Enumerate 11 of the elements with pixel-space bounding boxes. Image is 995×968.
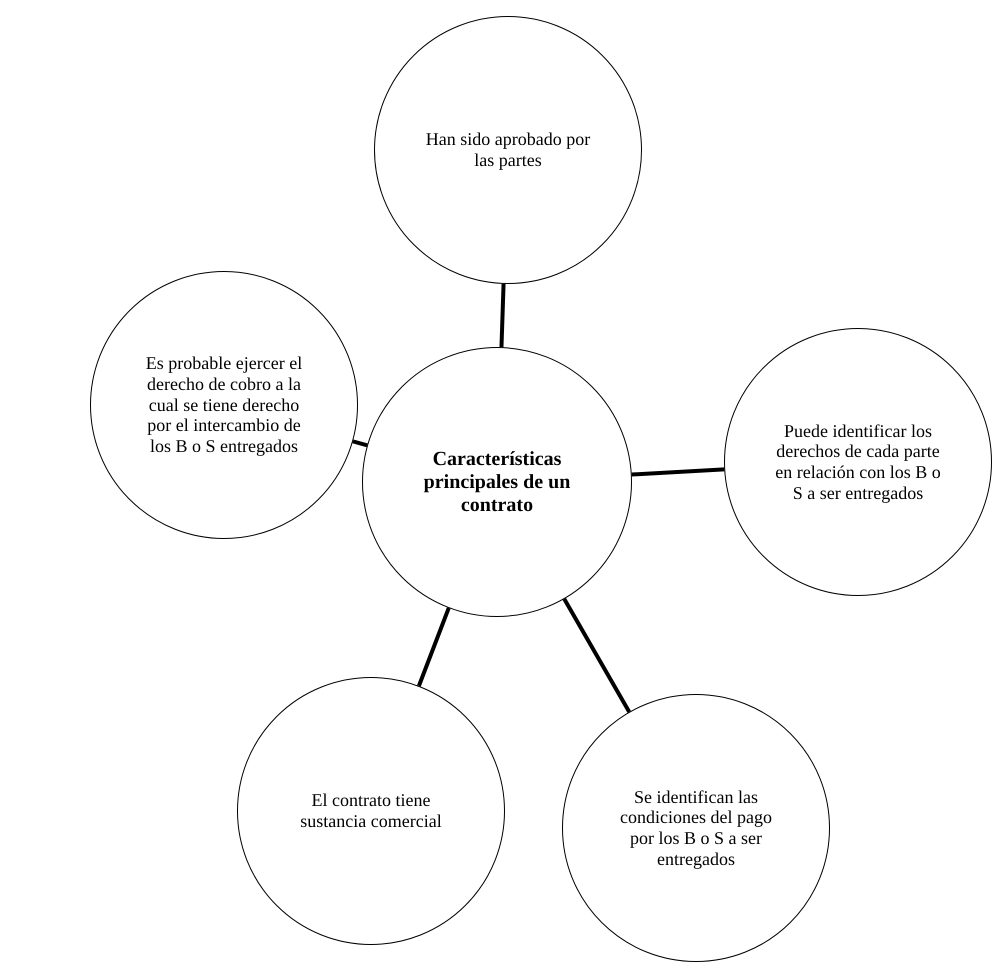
circle-text: El contrato tiene sustancia comercial [299, 790, 443, 832]
circle-text: Han sido aprobado por las partes [424, 129, 592, 171]
connector-line [499, 284, 506, 348]
circle-text: Puede identificar los derechos de cada parte en relación con los B o S a ser entregados [774, 420, 942, 504]
circle-title: Características principales de un contrato [422, 448, 572, 516]
connector-line [632, 467, 724, 477]
circle-text: Es probable ejercer el derecho de cobro a la cual se tiene derecho por el intercambio de los B o S entregados [144, 353, 304, 457]
connector-line [352, 439, 368, 448]
connector-line [562, 598, 631, 713]
circle-text: Se identifican las condiciones del pago por los B o S a ser entregados [619, 786, 773, 870]
connector-line [417, 607, 451, 687]
